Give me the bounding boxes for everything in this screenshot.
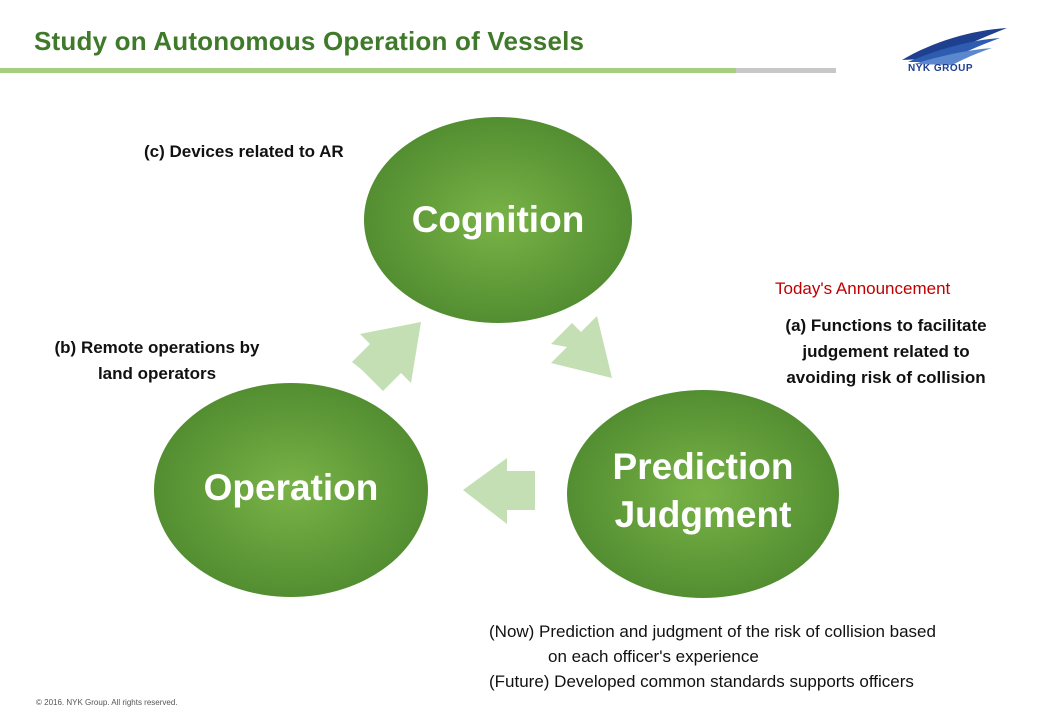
remote-note-line1: (b) Remote operations by (54, 338, 260, 357)
remote-note: (b) Remote operations by land operators (40, 335, 274, 387)
wing-logo-icon (902, 28, 1007, 65)
prediction-label-line1: Prediction (612, 446, 794, 487)
announcement-label: Today's Announcement (775, 279, 951, 298)
now-note-line1: (Now) Prediction and judgment of the ris… (489, 622, 936, 641)
arrow-to-prediction (551, 316, 612, 378)
prediction-label-line2: Judgment (614, 494, 792, 535)
cognition-circle (364, 117, 632, 323)
prediction-circle (567, 390, 839, 598)
page-title: Study on Autonomous Operation of Vessels (34, 26, 585, 56)
copyright: © 2016. NYK Group. All rights reserved. (36, 698, 178, 707)
functions-note-line2: judgement related to (802, 342, 970, 361)
operation-label: Operation (203, 467, 379, 508)
arrow-to-cognition (352, 322, 421, 391)
future-note: (Future) Developed common standards supp… (489, 672, 914, 691)
operation-circle (154, 383, 428, 597)
prediction-label: Prediction Judgment (593, 443, 813, 539)
cognition-label: Cognition (411, 199, 585, 240)
title-rule-green (0, 68, 736, 73)
devices-note: (c) Devices related to AR (144, 142, 344, 161)
functions-note-line3: avoiding risk of collision (786, 368, 986, 387)
functions-note: (a) Functions to facilitate judgement re… (770, 313, 1002, 391)
logo-text: NYK GROUP (908, 63, 974, 74)
functions-note-line1: (a) Functions to facilitate (785, 316, 987, 335)
arrow-to-operation (463, 458, 535, 524)
remote-note-line2: land operators (97, 364, 217, 383)
title-rule-grey (736, 68, 836, 73)
now-note-line2: on each officer's experience (548, 647, 759, 666)
